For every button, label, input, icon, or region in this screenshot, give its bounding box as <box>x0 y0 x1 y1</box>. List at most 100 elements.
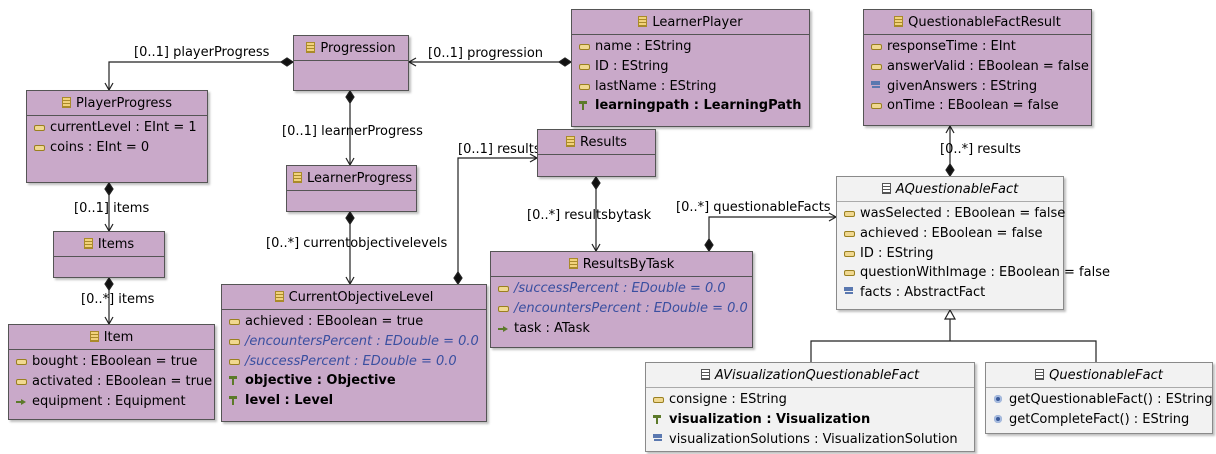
class-name: CurrentObjectiveLevel <box>288 290 434 305</box>
attribute-row[interactable]: activated : EBoolean = true <box>9 372 214 392</box>
attribute-row[interactable]: name : EString <box>572 37 809 57</box>
attribute-row[interactable]: visualizationSolutions : VisualizationSo… <box>646 430 974 450</box>
class-features <box>54 257 164 261</box>
attribute-row[interactable]: ID : EString <box>572 57 809 77</box>
diamond-progression-bottom <box>345 89 355 105</box>
feature-text: bought : EBoolean = true <box>32 354 198 369</box>
class-header[interactable]: Item <box>9 325 214 350</box>
class-icon <box>89 331 99 342</box>
class-header[interactable]: LearnerProgress <box>287 166 416 191</box>
class-features: consigne : EString visualization : Visual… <box>646 388 974 451</box>
feature-text: task : ATask <box>514 320 590 336</box>
edge-label-qf-results: [0..*] results <box>940 142 1021 157</box>
class-header[interactable]: CurrentObjectiveLevel <box>222 285 486 310</box>
attribute-row[interactable]: /encountersPercent : EDouble = 0.0 <box>491 299 752 319</box>
diamond-items <box>104 276 114 292</box>
attribute-row[interactable]: bought : EBoolean = true <box>9 352 214 372</box>
class-header[interactable]: Results <box>538 130 655 155</box>
class-features <box>538 155 655 159</box>
attribute-icon-glyph <box>578 44 590 50</box>
attribute-row[interactable]: questionWithImage : EBoolean = false <box>837 263 1110 283</box>
attribute-row[interactable]: coins : EInt = 0 <box>27 138 207 158</box>
attribute-icon <box>843 224 855 244</box>
class-current-objective-level[interactable]: CurrentObjectiveLevel achieved : EBoolean… <box>221 284 487 422</box>
class-header[interactable]: QuestionableFact <box>986 363 1212 388</box>
edge-results <box>457 153 539 284</box>
class-icon <box>1035 369 1045 380</box>
attribute-icon <box>870 57 882 77</box>
reference-arrow-icon-glyph <box>498 325 508 332</box>
class-header[interactable]: AVisualizationQuestionableFact <box>646 363 974 388</box>
feature-text: name : EString <box>595 39 692 54</box>
attribute-row[interactable]: currentLevel : EInt = 1 <box>27 118 207 138</box>
attribute-row[interactable]: responseTime : EInt <box>864 37 1091 57</box>
class-features: achieved : EBoolean = true/encountersPer… <box>222 310 486 413</box>
attribute-icon <box>228 312 240 332</box>
class-header[interactable]: Items <box>54 232 164 257</box>
class-name: ResultsByTask <box>582 257 675 272</box>
attribute-row[interactable]: ID : EString <box>837 244 1063 264</box>
attribute-row[interactable]: level : Level <box>222 391 486 411</box>
class-progression[interactable]: Progression <box>293 35 409 91</box>
attribute-row[interactable]: consigne : EString <box>646 390 974 410</box>
class-header[interactable]: Progression <box>294 36 408 61</box>
attribute-row[interactable]: /successPercent : EDouble = 0.0 <box>491 279 752 299</box>
attribute-row[interactable]: wasSelected : EBoolean = false <box>837 204 1065 224</box>
diamond-results <box>591 175 601 191</box>
attribute-row[interactable]: learningpath : LearningPath <box>572 96 809 116</box>
attribute-row[interactable]: objective : Objective <box>222 371 486 391</box>
class-a-questionable-fact[interactable]: AQuestionableFact wasSelected : EBoolean … <box>836 176 1110 310</box>
feature-text: learningpath : LearningPath <box>595 98 802 114</box>
attribute-row[interactable]: equipment : Equipment <box>9 392 214 412</box>
attribute-row[interactable]: lastName : EString <box>572 77 809 97</box>
attribute-row[interactable]: achieved : EBoolean = false <box>837 224 1063 244</box>
containment-icon-glyph <box>653 433 663 443</box>
attribute-row[interactable]: onTime : EBoolean = false <box>864 96 1091 116</box>
diamond-learnerplayer <box>557 57 573 67</box>
class-features: bought : EBoolean = true activated : EBoo… <box>9 350 214 413</box>
operation-row[interactable]: getQuestionableFact() : EString <box>986 390 1213 410</box>
operation-row[interactable]: getCompleteFact() : EString <box>986 410 1212 430</box>
class-header[interactable]: ResultsByTask <box>491 252 752 277</box>
class-header[interactable]: LearnerPlayer <box>572 10 809 35</box>
attribute-row[interactable]: answerValid : EBoolean = false <box>864 57 1091 77</box>
class-header[interactable]: AQuestionableFact <box>837 177 1063 202</box>
class-results[interactable]: Results <box>537 129 656 177</box>
class-results-by-task[interactable]: ResultsByTask/successPercent : EDouble =… <box>490 251 753 348</box>
attribute-row[interactable]: visualization : Visualization <box>646 410 974 430</box>
attribute-row[interactable]: /encountersPercent : EDouble = 0.0 <box>222 332 486 352</box>
feature-text: consigne : EString <box>669 392 787 407</box>
class-header[interactable]: QuestionableFactResult <box>864 10 1091 35</box>
class-item[interactable]: Item bought : EBoolean = true activated : … <box>8 324 215 420</box>
edge-questionable-facts <box>708 212 838 251</box>
attribute-row[interactable]: task : ATask <box>491 319 752 339</box>
class-name: LearnerPlayer <box>652 15 743 30</box>
feature-text: equipment : Equipment <box>32 393 186 409</box>
class-name: AQuestionableFact <box>895 182 1019 197</box>
attribute-row[interactable]: achieved : EBoolean = true <box>222 312 486 332</box>
class-items[interactable]: Items <box>53 231 165 278</box>
feature-text: visualization : Visualization <box>669 411 871 427</box>
feature-text: ID : EString <box>860 245 934 261</box>
diamond-progression-left <box>279 57 295 67</box>
attribute-icon <box>33 118 45 138</box>
attribute-row[interactable]: facts : AbstractFact <box>837 283 1063 303</box>
attribute-row[interactable]: /successPercent : EDouble = 0.0 <box>222 352 486 372</box>
attribute-icon-glyph <box>870 103 882 110</box>
class-header[interactable]: PlayerProgress <box>27 91 207 116</box>
feature-text: getCompleteFact() : EString <box>1009 411 1190 427</box>
class-icon <box>881 183 891 194</box>
class-icon <box>566 136 576 147</box>
attribute-icon <box>497 279 509 299</box>
feature-text: responseTime : EInt <box>887 39 1016 54</box>
attribute-row[interactable]: givenAnswers : EString <box>864 77 1091 97</box>
attribute-icon-glyph <box>843 270 855 277</box>
class-learner-progress[interactable]: LearnerProgress <box>286 165 417 212</box>
class-questionable-fact-result[interactable]: QuestionableFactResult responseTime : EIn… <box>863 9 1092 126</box>
reference-icon-glyph <box>579 101 589 111</box>
